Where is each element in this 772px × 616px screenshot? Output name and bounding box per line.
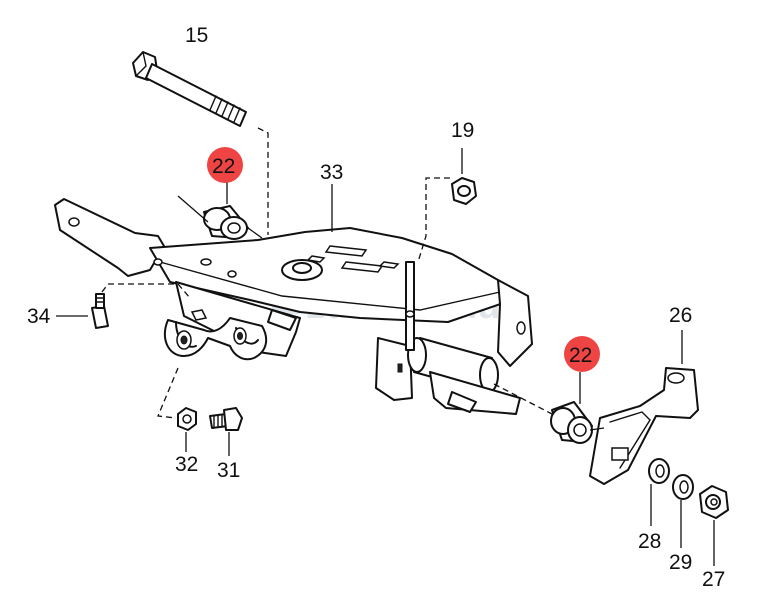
callout-32[interactable]: 32 [175, 453, 198, 476]
svg-text:19: 19 [451, 119, 474, 142]
part-26-plate [589, 330, 699, 485]
callout-29[interactable]: 29 [669, 551, 692, 574]
part-15-bolt [132, 51, 269, 235]
svg-text:32: 32 [175, 453, 198, 476]
svg-text:22: 22 [569, 344, 592, 367]
callout-33[interactable]: 33 [320, 161, 343, 184]
callout-28[interactable]: 28 [638, 530, 661, 553]
clevis-leader [157, 367, 179, 419]
svg-text:29: 29 [669, 551, 692, 574]
svg-text:34: 34 [27, 305, 51, 328]
svg-text:22: 22 [212, 155, 235, 178]
callout-22-left[interactable]: 22 [207, 147, 243, 183]
part-27-nut [699, 485, 729, 566]
highlight-marker [564, 336, 600, 372]
svg-text:26: 26 [669, 304, 692, 327]
callout-22-right[interactable]: 22 [564, 336, 600, 372]
svg-text:27: 27 [702, 568, 725, 591]
part-32-nut [177, 407, 197, 452]
svg-text:28: 28 [638, 530, 661, 553]
part-19-nut [417, 148, 477, 263]
svg-text:31: 31 [217, 459, 240, 482]
callout-26[interactable]: 26 [669, 304, 692, 327]
part-28-washer [648, 458, 670, 526]
callout-34[interactable]: 34 [27, 305, 51, 328]
part-22-right-bushing [493, 372, 593, 444]
callout-27[interactable]: 27 [702, 568, 725, 591]
highlight-marker [207, 147, 243, 183]
part-33-bracket [54, 184, 533, 415]
svg-text:15: 15 [185, 24, 208, 47]
part-34-bolt [56, 283, 191, 329]
callout-31[interactable]: 31 [217, 459, 240, 482]
svg-text:33: 33 [320, 161, 343, 184]
part-22-left-bushing [177, 182, 263, 240]
part-31-bolt [209, 407, 243, 456]
callout-15[interactable]: 15 [185, 24, 208, 47]
part-29-washer [672, 474, 694, 548]
callout-19[interactable]: 19 [451, 119, 474, 142]
